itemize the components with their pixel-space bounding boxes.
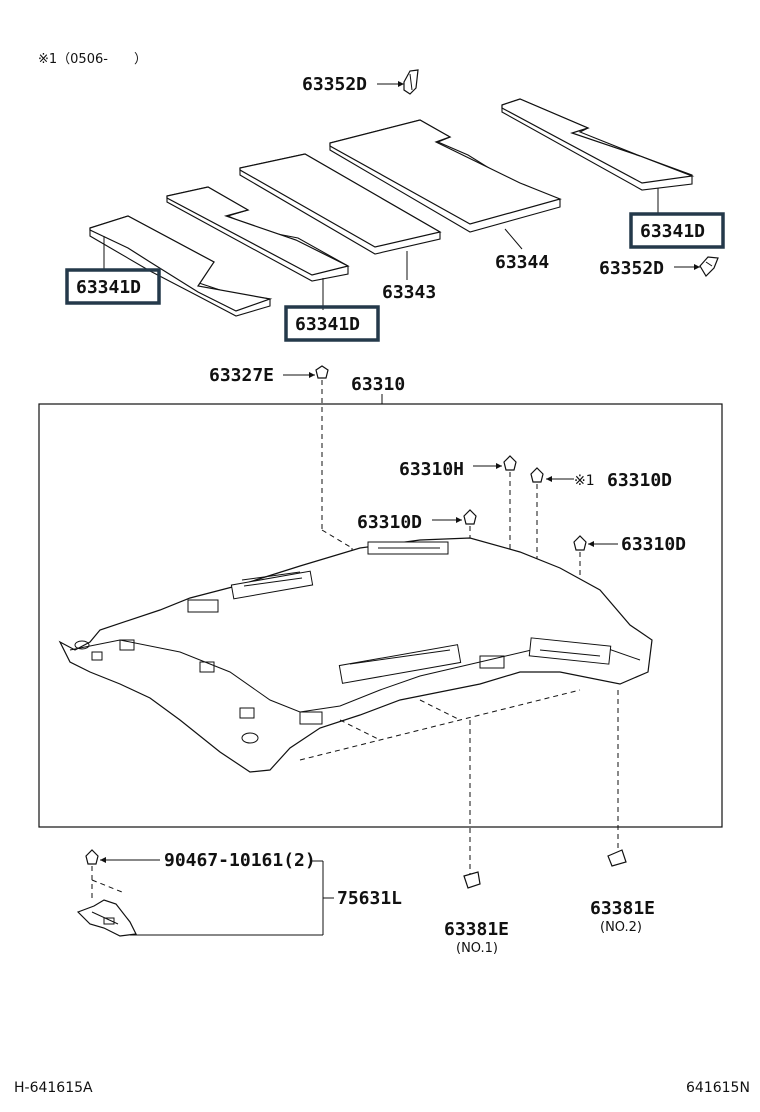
label-63327E: 63327E xyxy=(209,365,274,386)
label-63381E-no1-sub: (NO.1) xyxy=(456,941,498,956)
label-63341D-right[interactable]: 63341D xyxy=(640,221,705,242)
label-63352D-right: 63352D xyxy=(599,258,664,279)
diagram-code-left: H-641615A xyxy=(14,1080,93,1096)
clip-63310D-c[interactable] xyxy=(573,535,587,551)
label-63310D-c: 63310D xyxy=(621,534,686,555)
label-63341D-left[interactable]: 63341D xyxy=(76,277,141,298)
molding-75631L[interactable] xyxy=(76,899,137,937)
highlight-box-left xyxy=(65,268,161,305)
label-63310: 63310 xyxy=(351,374,405,395)
clip-63352D-top[interactable] xyxy=(403,69,419,95)
label-63344: 63344 xyxy=(495,252,549,273)
clip-63327E[interactable] xyxy=(315,365,329,379)
pad-63344[interactable] xyxy=(329,119,562,233)
clip-63381E-no1[interactable] xyxy=(463,871,481,889)
pad-63341D-mid[interactable] xyxy=(166,186,350,282)
label-63381E-no2: 63381E xyxy=(590,898,655,919)
mark-1: ※1 xyxy=(574,473,595,489)
label-63310D-a: 63310D xyxy=(357,512,422,533)
label-63343: 63343 xyxy=(382,282,436,303)
pad-63341D-left[interactable] xyxy=(89,215,273,317)
headliner-63310[interactable] xyxy=(58,537,653,773)
clip-90467[interactable] xyxy=(85,849,99,865)
pad-63341D-right[interactable] xyxy=(501,98,695,191)
clip-63310D-b[interactable] xyxy=(530,467,544,483)
label-75631L: 75631L xyxy=(337,888,402,909)
label-63352D-top: 63352D xyxy=(302,74,367,95)
label-63381E-no2-sub: (NO.2) xyxy=(600,920,642,935)
note-text: ※1（0506- ） xyxy=(38,52,147,67)
pad-63343[interactable] xyxy=(239,153,442,255)
clip-63352D-right[interactable] xyxy=(699,256,719,277)
diagram-code-right: 641615N xyxy=(686,1080,750,1096)
clip-63381E-no2[interactable] xyxy=(607,849,627,867)
highlight-box-right xyxy=(629,212,725,249)
highlight-box-mid xyxy=(284,305,380,342)
clip-63310D-a[interactable] xyxy=(463,509,477,525)
headliner-box xyxy=(38,403,723,828)
clip-63310H[interactable] xyxy=(503,455,517,471)
label-63341D-mid[interactable]: 63341D xyxy=(295,314,360,335)
label-63310D-b: 63310D xyxy=(607,470,672,491)
label-90467-10161: 90467-10161(2) xyxy=(164,850,316,871)
label-63381E-no1: 63381E xyxy=(444,919,509,940)
label-63310H: 63310H xyxy=(399,459,464,480)
